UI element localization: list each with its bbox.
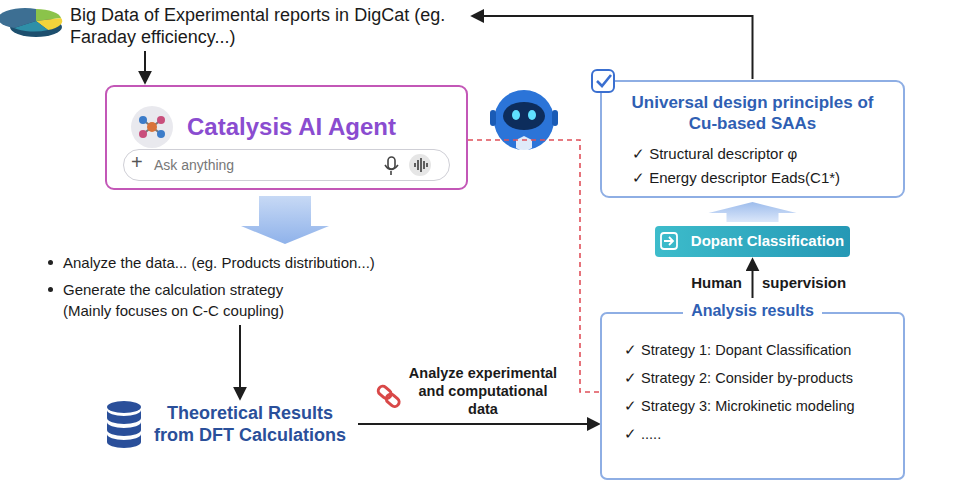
analysis-box: Analysis results✓ Strategy 1: Dopant Cla… — [600, 312, 905, 480]
pie-slice — [0, 8, 36, 28]
link-icon — [376, 384, 401, 408]
atom — [139, 130, 147, 138]
robot-ear — [552, 110, 558, 126]
node-title: Analysis results — [683, 302, 822, 320]
link-ring — [376, 384, 393, 400]
results-store: Theoretical Results from DFT Calculation… — [150, 402, 350, 446]
mic-stand — [385, 165, 398, 175]
robot-eye — [528, 110, 536, 120]
atom — [157, 130, 165, 138]
data-source: Big Data of Experimental reports in DigC… — [70, 4, 470, 48]
node-item: ✓ Strategy 1: Dopant Classification — [624, 336, 893, 364]
node-title: Universal design principles of Cu-based … — [616, 92, 889, 134]
arrow-connector — [144, 51, 146, 82]
node-title: Big Data of Experimental reports in DigC… — [70, 4, 470, 48]
classification-button: Dopant Classification — [655, 226, 850, 257]
add-symbol: + — [131, 151, 143, 174]
robot-eye — [512, 110, 520, 120]
voice-disc — [409, 154, 431, 176]
molecule-icon — [131, 106, 173, 148]
robot-visor — [503, 102, 545, 130]
pie-chart-icon — [0, 8, 62, 37]
node-item: ✓ Strategy 2: Consider by-products — [624, 364, 893, 392]
prompt-input: Ask anything — [123, 149, 450, 181]
mic-icon — [385, 157, 398, 175]
arrow-connector — [358, 423, 598, 425]
node-title: Analyze the data... (eg. Products distri… — [45, 252, 465, 273]
robot-shield — [516, 136, 532, 152]
node-item: ✓ Structural descriptor φ — [632, 142, 889, 166]
voice-bars — [415, 158, 427, 172]
database-icon — [107, 401, 141, 448]
node-item: ✓ ..... — [624, 420, 893, 448]
icon-disc — [131, 106, 173, 148]
edge-label: Analyze experimental and computational d… — [403, 364, 563, 418]
link-ring — [384, 392, 401, 408]
node-title: Theoretical Results from DFT Calculation… — [150, 402, 350, 446]
arrow-connector — [473, 16, 753, 79]
robot-icon — [490, 90, 558, 152]
arrow-connector — [239, 325, 241, 398]
robot-ear — [490, 110, 496, 126]
dashed-connector — [468, 140, 600, 392]
atom — [139, 116, 147, 124]
atom — [147, 122, 157, 132]
db-top — [107, 401, 141, 413]
node-item: Generate the calculation strategy (Mainl… — [45, 279, 325, 321]
db-ring — [107, 422, 141, 436]
node-item: ✓ Energy descriptor Eads(C1*) — [632, 166, 889, 190]
voice-icon — [409, 154, 431, 176]
atom — [157, 116, 165, 124]
mic-body — [388, 157, 395, 169]
node-title: Catalysis AI Agent — [187, 113, 456, 141]
node-title: Dopant Classification — [685, 232, 850, 249]
block-arrow — [241, 196, 329, 244]
arrow-label: Human — [672, 274, 742, 291]
step-list: Analyze the data... (eg. Products distri… — [45, 252, 465, 321]
node-item: ✓ Strategy 3: Microkinetic modeling — [624, 392, 893, 420]
db-ring — [107, 410, 141, 424]
agent-panel: Catalysis AI AgentAsk anything — [105, 85, 468, 190]
node-title: Ask anything — [154, 157, 449, 173]
arrow-connector — [752, 260, 754, 298]
db-ring — [107, 434, 141, 448]
principles-box: Universal design principles of Cu-based … — [600, 80, 905, 198]
block-arrow — [709, 202, 797, 222]
arrow-label: supervision — [762, 274, 846, 291]
